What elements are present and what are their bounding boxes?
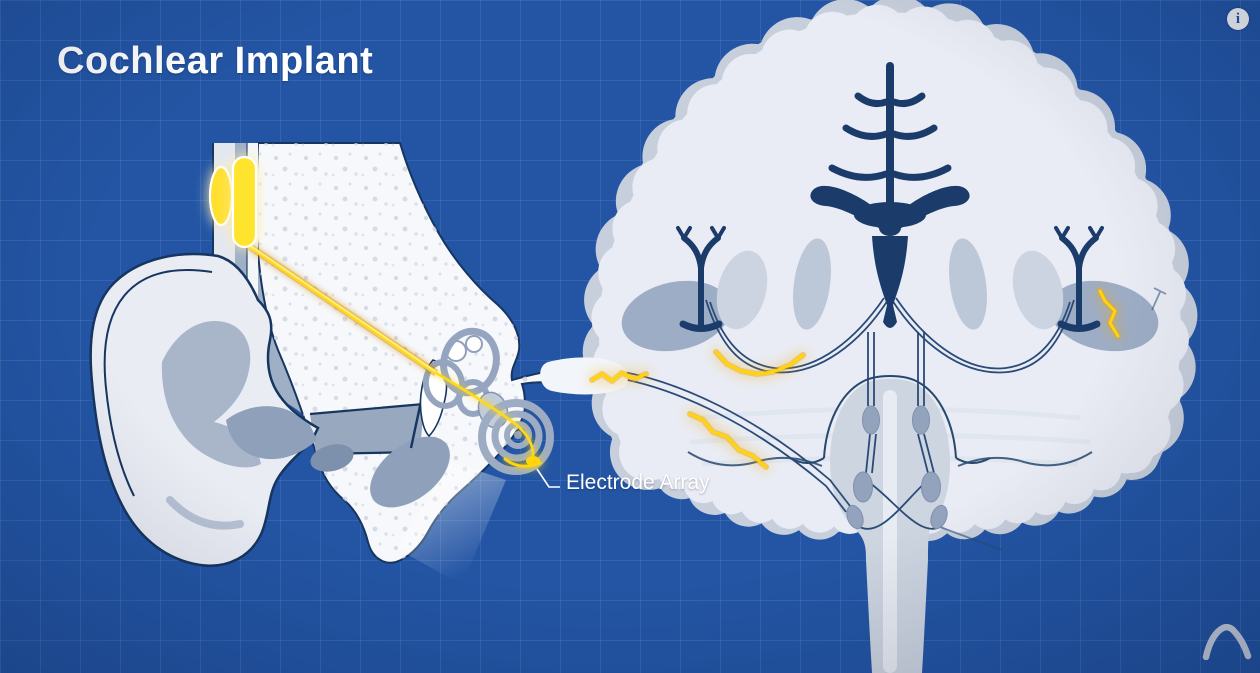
electrode-array-label: Electrode Array <box>566 471 710 494</box>
signal-sparks <box>503 288 1121 470</box>
cochlear-implant-device <box>208 155 540 466</box>
middle-ear-cavity <box>370 436 450 508</box>
brain-midline-structures <box>810 62 970 328</box>
third-ventricle <box>872 236 908 328</box>
info-icon: i <box>1235 11 1241 27</box>
auditory-nerve <box>540 357 628 395</box>
cochlea-spiral <box>478 399 554 475</box>
spinal-cord-stripe <box>883 390 897 673</box>
spark-cortical-pathway-left <box>714 350 805 376</box>
spark-cochlea <box>503 457 542 468</box>
lateral-ventricle-left <box>810 185 893 233</box>
light-beam <box>396 462 506 585</box>
brainstem-outline <box>823 375 957 459</box>
spark-brainstem-pathway <box>688 412 768 469</box>
spark-cortical-pathway-right <box>1098 289 1120 338</box>
ear-illustration <box>89 142 628 585</box>
longitudinal-fissure <box>886 62 894 214</box>
brain-gray-matter-patches <box>621 238 1159 352</box>
auditory-relay-nuclei <box>846 405 948 530</box>
lateral-ventricle-right <box>887 185 970 233</box>
internal-receiver-stimulator <box>231 155 258 249</box>
page-title: Cochlear Implant <box>57 40 374 82</box>
external-transmitter-coil <box>208 165 234 227</box>
concha <box>226 406 317 460</box>
electrode-array-leader-line <box>536 468 560 488</box>
ear-canal <box>309 402 425 472</box>
pinna <box>89 252 320 567</box>
brain-illustration <box>582 0 1198 673</box>
arch-logo-icon <box>1202 624 1252 660</box>
auditory-cortex-right <box>1054 226 1104 332</box>
brainstem <box>687 375 1093 673</box>
auditory-cortex-left <box>676 226 726 332</box>
spark-nerve-entry <box>590 371 648 383</box>
info-button[interactable]: i <box>1227 8 1249 30</box>
ear-lobe-shade <box>166 496 244 530</box>
electrode-wire <box>247 244 438 375</box>
electrode-array-in-cochlea <box>435 371 535 460</box>
